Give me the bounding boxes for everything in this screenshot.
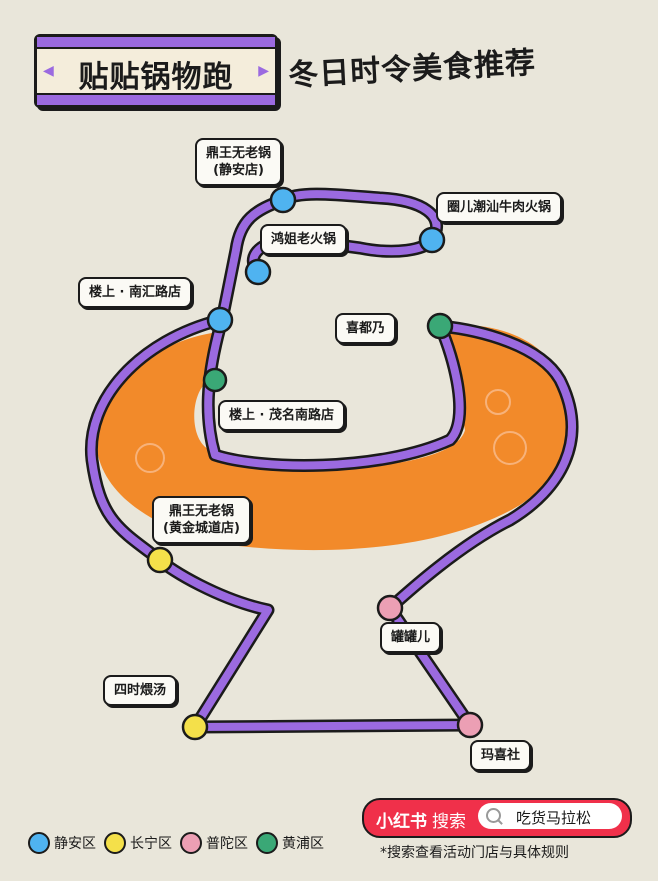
label-dingwang-jingan: 鼎王无老锅 (静安店) — [195, 138, 283, 186]
station-maxishe — [456, 711, 484, 739]
legend-label: 静安区 — [54, 836, 96, 852]
label-name: 四时煨汤 — [114, 683, 167, 698]
bubble-icon — [485, 389, 511, 415]
search-query: 吃货马拉松 — [516, 809, 592, 827]
footnote: *搜索查看活动门店与具体规则 — [380, 845, 569, 861]
label-loushang-maoming: 楼上 · 茂名南路店 — [218, 400, 345, 431]
station-sishi — [181, 713, 209, 741]
bubble-icon — [493, 431, 527, 465]
xiaohongshu-logo: 小红书 — [376, 812, 427, 832]
bubble-icon — [135, 443, 165, 473]
station-dingwang-jingan — [269, 186, 297, 214]
legend-label: 黄浦区 — [282, 836, 324, 852]
label-name: 楼上 · 茂名南路店 — [229, 408, 334, 423]
legend-dot — [180, 832, 202, 854]
label-maxishe: 玛喜社 — [470, 740, 532, 771]
search-icon — [486, 808, 501, 823]
label-branch: (静安店) — [213, 163, 264, 178]
label-name: 鸿姐老火锅 — [271, 232, 337, 247]
triangle-right-icon: ▶ — [258, 63, 269, 79]
label-sishi: 四时煨汤 — [103, 675, 178, 706]
label-name: 罐罐儿 — [391, 630, 431, 645]
label-name: 鼎王无老锅 — [206, 146, 272, 161]
legend-item-jingan: 静安区 — [28, 832, 96, 854]
page-title: 贴贴锅物跑 — [78, 60, 234, 95]
triangle-left-icon: ◀ — [43, 63, 54, 79]
legend-label: 长宁区 — [130, 836, 172, 852]
legend-label: 普陀区 — [206, 836, 248, 852]
label-name: 鼎王无老锅 — [168, 504, 234, 519]
station-loushang-nanhui — [206, 306, 234, 334]
legend-dot — [104, 832, 126, 854]
hotpot-bowl-shape — [95, 325, 568, 551]
search-label: 搜索 — [432, 812, 466, 832]
label-quaner: 圈儿潮汕牛肉火锅 — [436, 192, 563, 223]
title-box: ◀ ▶ 贴贴锅物跑 — [34, 34, 278, 108]
label-dingwang-huangjin: 鼎王无老锅 (黄金城道店) — [152, 496, 251, 544]
search-banner[interactable]: 小红书 搜索 吃货马拉松 — [362, 798, 632, 838]
search-input[interactable]: 吃货马拉松 — [478, 803, 622, 829]
station-quaner — [418, 226, 446, 254]
label-name: 玛喜社 — [481, 748, 521, 763]
label-branch: (黄金城道店) — [163, 521, 240, 536]
legend-item-putuo: 普陀区 — [180, 832, 248, 854]
legend-item-huangpu: 黄浦区 — [256, 832, 324, 854]
district-legend: 静安区 长宁区 普陀区 黄浦区 — [28, 832, 332, 854]
legend-dot — [256, 832, 278, 854]
label-guanguaner: 罐罐儿 — [380, 622, 442, 653]
label-name: 喜都乃 — [346, 321, 386, 336]
station-xiduonai — [426, 312, 454, 340]
title-bar-top — [37, 37, 275, 49]
legend-dot — [28, 832, 50, 854]
station-guanguaner — [376, 594, 404, 622]
station-dingwang-huangjin — [146, 546, 174, 574]
label-name: 楼上 · 南汇路店 — [89, 285, 181, 300]
label-hongjie: 鸿姐老火锅 — [260, 224, 348, 255]
station-hongjie — [244, 258, 272, 286]
label-xiduonai: 喜都乃 — [335, 313, 397, 344]
legend-item-changning: 长宁区 — [104, 832, 172, 854]
station-loushang-maoming — [202, 367, 228, 393]
label-loushang-nanhui: 楼上 · 南汇路店 — [78, 277, 192, 308]
title-bar-bottom — [37, 93, 275, 105]
label-name: 圈儿潮汕牛肉火锅 — [447, 200, 552, 215]
